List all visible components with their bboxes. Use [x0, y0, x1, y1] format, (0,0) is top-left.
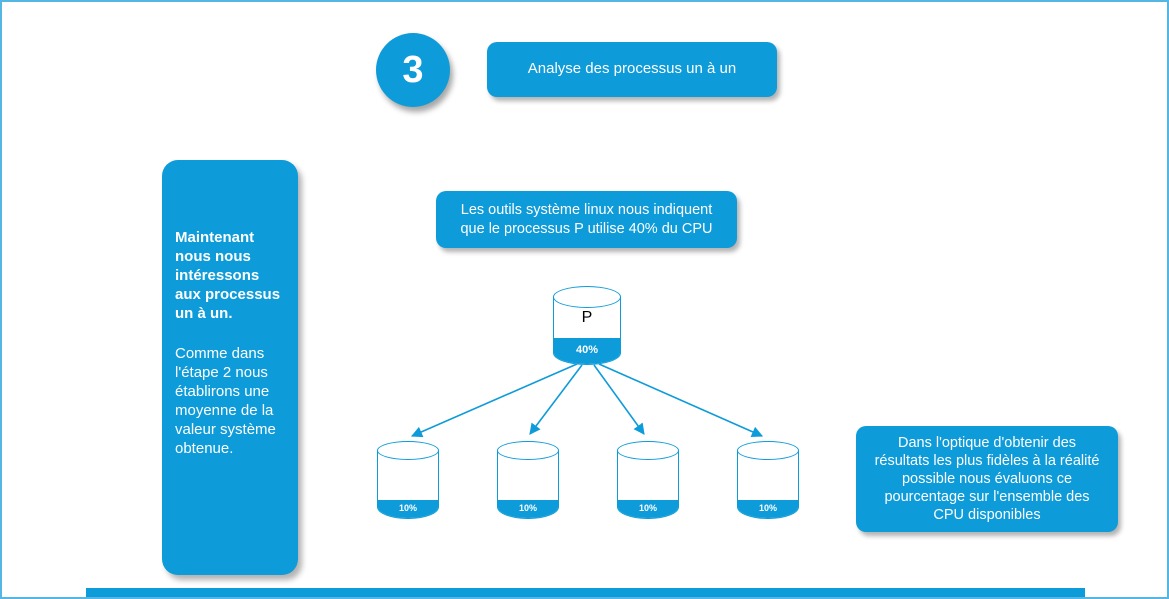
cpu-cylinder-1-top	[377, 441, 439, 460]
left-explanation-panel: Maintenant nous nous intéressons aux pro…	[162, 160, 298, 575]
right-explanation-box: Dans l'optique d'obtenir des résultats l…	[856, 426, 1118, 532]
arrow-p-to-cpu-2	[529, 364, 583, 435]
cpu-cylinder-4-top	[737, 441, 799, 460]
left-panel-body-text: Comme dans l'étape 2 nous établirons une…	[175, 345, 276, 458]
title-box: Analyse des processus un à un	[487, 42, 777, 97]
page-title: Analyse des processus un à un	[527, 60, 737, 78]
footer-bar	[86, 588, 1085, 597]
cpu-3-usage-badge: 10%	[618, 500, 678, 518]
arrow-p-to-cpu-3	[593, 364, 645, 435]
process-p-label: P	[581, 309, 593, 326]
cpu-cylinder-2-top	[497, 441, 559, 460]
process-info-text: Les outils système linux nous indiquent …	[460, 202, 713, 237]
process-info-box: Les outils système linux nous indiquent …	[436, 191, 737, 248]
cpu-cylinder-3: 10%	[617, 441, 679, 519]
process-p-cylinder-top	[553, 286, 621, 308]
step-number: 3	[402, 48, 424, 91]
cpu-cylinder-2: 10%	[497, 441, 559, 519]
cpu-cylinder-4-body: 10%	[737, 451, 799, 519]
process-p-cylinder-body: 40%	[553, 297, 621, 365]
left-panel-intro-text: Maintenant nous nous intéressons aux pro…	[175, 229, 281, 323]
cpu-cylinder-3-top	[617, 441, 679, 460]
arrow-p-to-cpu-1	[410, 363, 578, 438]
process-p-usage-badge: 40%	[554, 338, 620, 364]
step-number-badge: 3	[376, 33, 450, 107]
cpu-2-usage-badge: 10%	[498, 500, 558, 518]
process-p-cylinder: 40% P	[553, 286, 621, 365]
cpu-4-usage-badge: 10%	[738, 500, 798, 518]
right-explanation-text: Dans l'optique d'obtenir des résultats l…	[874, 434, 1100, 524]
cpu-1-usage-badge: 10%	[378, 500, 438, 518]
arrow-p-to-cpu-4	[598, 363, 764, 438]
cpu-cylinder-2-body: 10%	[497, 451, 559, 519]
cpu-cylinder-4: 10%	[737, 441, 799, 519]
cpu-cylinder-1-body: 10%	[377, 451, 439, 519]
cpu-cylinder-3-body: 10%	[617, 451, 679, 519]
cpu-cylinder-1: 10%	[377, 441, 439, 519]
